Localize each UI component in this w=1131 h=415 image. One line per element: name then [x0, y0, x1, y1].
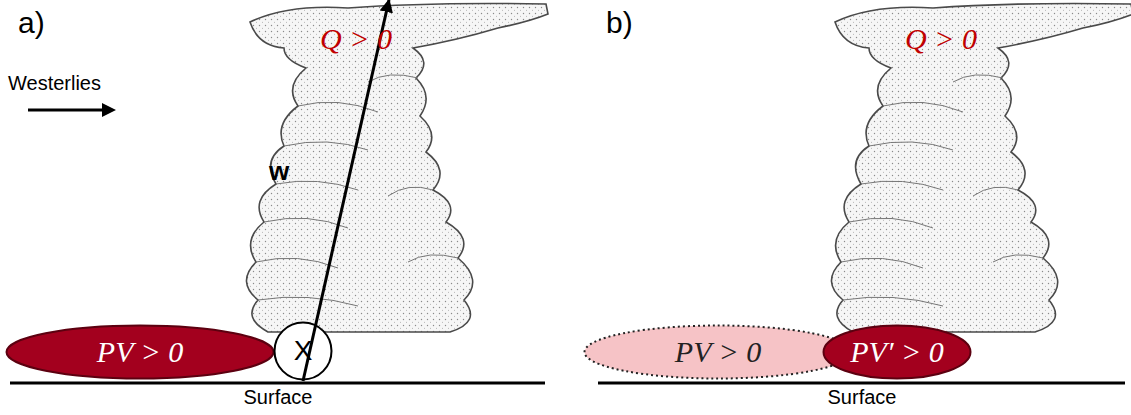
cloud-texture	[861, 181, 943, 190]
label-holder: Westerlies	[8, 72, 101, 95]
label-holder: a)	[18, 6, 45, 41]
cloud-texture	[256, 258, 338, 268]
pv-anomaly-ellipse: PV > 0	[5, 324, 275, 380]
label-holder: w	[269, 157, 289, 187]
ellipse-shape	[585, 326, 852, 379]
cloud-texture	[368, 75, 418, 82]
cloud-body	[246, 4, 548, 333]
ellipse-shape	[7, 326, 274, 379]
cloud-texture	[841, 258, 923, 268]
cloud-texture	[993, 255, 1043, 262]
location-circle: X	[273, 321, 333, 381]
cloud-body	[831, 4, 1131, 333]
cloud-texture	[849, 218, 933, 228]
panel-label: b)	[606, 6, 633, 41]
node-label: X	[294, 335, 313, 367]
cloud-texture	[258, 297, 358, 306]
wind-arrowhead	[102, 103, 116, 117]
cloud-texture	[408, 255, 458, 262]
label-holder: b)	[606, 6, 633, 41]
cloud-texture	[264, 218, 348, 228]
ellipse-shape	[824, 326, 971, 379]
cloud-texture	[843, 297, 943, 306]
node-label: PV > 0	[675, 335, 761, 370]
node-label: PV > 0	[97, 335, 183, 370]
wind-label: Westerlies	[8, 72, 101, 95]
heating-label: Q > 0	[905, 22, 977, 57]
cloud-texture	[883, 102, 963, 112]
storm-cloud: Q > 0	[813, 0, 1131, 335]
surface-line	[10, 382, 545, 385]
cloud-texture	[953, 75, 1003, 82]
surface-label: Surface	[828, 386, 897, 409]
cloud-texture	[284, 142, 368, 150]
cloud-texture	[388, 187, 433, 196]
node-label: PV′ > 0	[850, 335, 943, 370]
cloud-texture	[869, 142, 953, 150]
heating-label: Q > 0	[320, 22, 392, 57]
surface-label: Surface	[244, 386, 313, 409]
label-holder: Surface	[244, 386, 313, 409]
cloud-texture	[973, 187, 1018, 196]
velocity-label: w	[269, 157, 289, 187]
circle-shape	[275, 323, 332, 380]
panel-label: a)	[18, 6, 45, 41]
cloud-texture	[298, 102, 378, 112]
surface-line	[598, 382, 1125, 385]
faded-pv-ellipse: PV > 0	[583, 324, 853, 380]
pv-anomaly-ellipse: PV′ > 0	[822, 324, 972, 380]
label-holder: Surface	[828, 386, 897, 409]
wind-arrow	[28, 109, 104, 112]
